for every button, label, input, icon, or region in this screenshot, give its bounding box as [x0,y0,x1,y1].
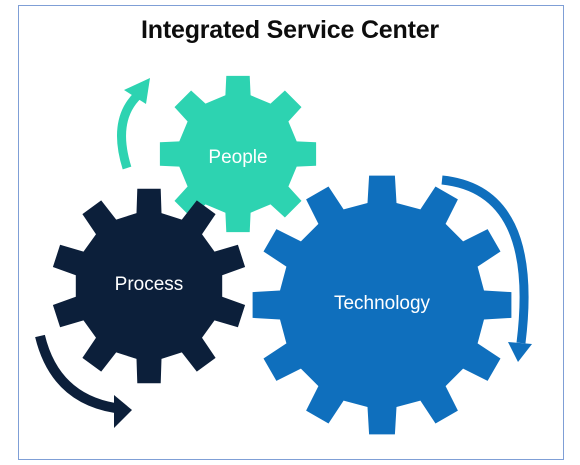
technology-gear-shape [252,175,512,435]
gear-people: People [159,75,317,233]
gear-process: Process [52,188,246,384]
people-cycle-arrow [117,78,150,170]
gear-technology: Technology [252,175,512,435]
process-gear-label: Process [115,274,184,295]
technology-gear-label: Technology [334,293,431,314]
technology-cycle-arrow [441,175,532,362]
process-cycle-arrow [35,334,132,428]
people-gear-shape [159,75,317,233]
process-gear-shape [52,188,246,384]
diagram-title: Integrated Service Center [141,16,439,44]
people-gear-label: People [208,147,267,168]
